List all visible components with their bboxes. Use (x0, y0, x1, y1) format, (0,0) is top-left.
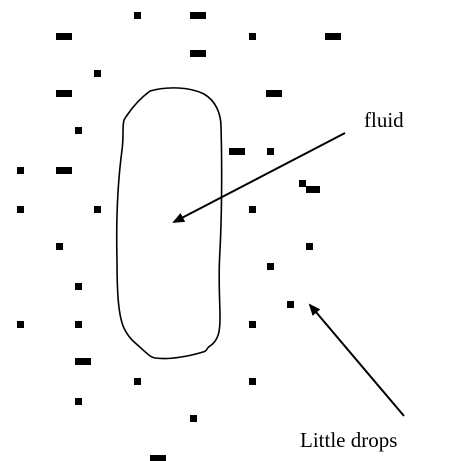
little-drops-label: Little drops (300, 428, 398, 452)
arrow-fluid (172, 132, 346, 223)
drop (17, 321, 24, 328)
drop (229, 148, 245, 155)
drop (75, 321, 82, 328)
drop (249, 33, 256, 40)
drop (299, 180, 306, 187)
drop (249, 321, 256, 328)
drop (94, 206, 101, 213)
drop (134, 378, 141, 385)
drop (17, 167, 24, 174)
fluid-label: fluid (364, 108, 404, 132)
drop (306, 243, 313, 250)
drop (56, 33, 72, 40)
drop (287, 301, 294, 308)
drop (17, 206, 24, 213)
drop (94, 70, 101, 77)
drop (306, 186, 320, 193)
drop (325, 33, 341, 40)
drop (75, 398, 82, 405)
drop (190, 50, 206, 57)
little-drops (17, 12, 341, 461)
drop (134, 12, 141, 19)
fluid-body (115, 87, 223, 360)
drop (56, 167, 72, 174)
drop (249, 206, 256, 213)
drop (75, 358, 91, 365)
drop (190, 415, 197, 422)
drop (266, 90, 282, 97)
drop (75, 127, 82, 134)
drop (249, 378, 256, 385)
drop (267, 263, 274, 270)
drop (75, 283, 82, 290)
drop (56, 243, 63, 250)
drop (190, 12, 206, 19)
arrow-drops (308, 303, 405, 417)
drop (56, 90, 72, 97)
drop (150, 455, 166, 461)
drop (267, 148, 274, 155)
